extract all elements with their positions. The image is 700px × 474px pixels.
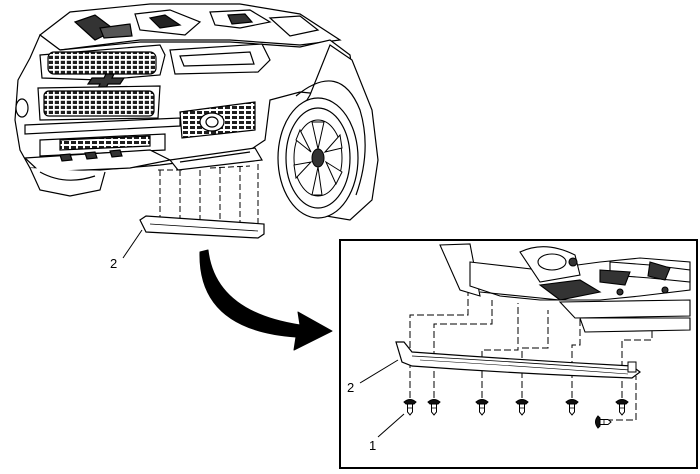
engine-compartment — [39, 3, 342, 51]
callout-leader-2-main — [122, 229, 143, 259]
callout-2-main: 2 — [110, 256, 117, 271]
callout-leader-2-detail — [359, 359, 399, 384]
detail-inset: 2 1 — [339, 239, 698, 469]
lower-grille — [43, 90, 155, 117]
callout-leader-1-detail — [377, 413, 405, 438]
wheel — [293, 119, 343, 197]
vehicle-front-view — [14, 3, 379, 221]
upper-grille — [47, 51, 157, 75]
emblem — [86, 73, 126, 89]
fastener-leaders-main — [158, 164, 259, 224]
curved-arrow-icon — [199, 249, 333, 351]
air-deflector-shield-detail — [395, 341, 641, 379]
callout-1-detail: 1 — [369, 438, 376, 453]
callout-2-detail: 2 — [347, 380, 354, 395]
